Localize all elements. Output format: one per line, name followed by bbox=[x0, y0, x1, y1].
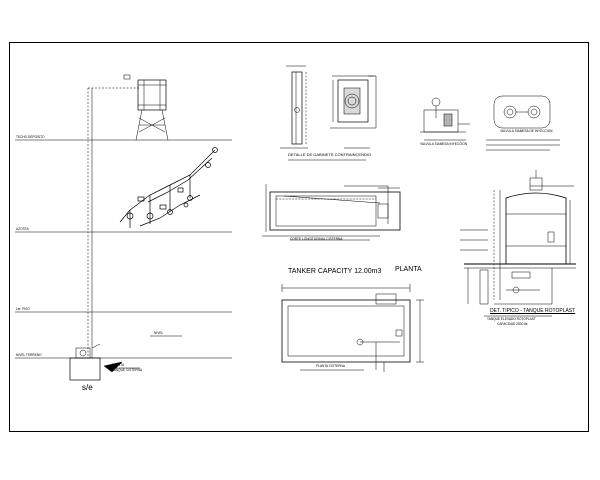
rotoplast-subtitle-1: TANQUE ELEVADO ROTOPLAST bbox=[487, 317, 536, 321]
sheet-border bbox=[9, 42, 589, 432]
pipe-network bbox=[119, 147, 218, 228]
rotoplast-title: DET. TIPICO - TANQUE ROTOPLAST bbox=[490, 308, 576, 314]
valve-detail-note-title: VALVULA SIAMESA DE INYECCION bbox=[500, 129, 553, 133]
valve-detail-side-label: VALVULA SIAMESA INYECCION bbox=[420, 142, 468, 146]
ground-note: NIVEL bbox=[154, 331, 164, 335]
elevation-label-third: 1er. PISO bbox=[16, 307, 30, 311]
riser-diagram bbox=[15, 74, 232, 381]
ground-callout-1: PLANTA bbox=[112, 363, 125, 367]
cistern-section bbox=[262, 184, 401, 241]
cistern-section-label: CORTE LONGITUDINAL CISTERNA bbox=[290, 237, 343, 241]
tanker-title: TANKER CAPACITY 12.00m3 bbox=[288, 268, 382, 275]
scale-label: s/e bbox=[82, 383, 93, 392]
cistern-plan bbox=[281, 284, 424, 372]
tanker-planta-heading: PLANTA bbox=[395, 266, 422, 273]
cistern-plan-label: PLANTA CISTERNA bbox=[316, 364, 345, 368]
cabinet-detail bbox=[280, 65, 377, 161]
ground-callout-2: TANQUE CISTERNA bbox=[112, 368, 143, 372]
cabinet-detail-title: DETALLE DE GABINETE CONTRAINCENDIO bbox=[288, 152, 372, 157]
elevation-label-second: AZOTEA bbox=[16, 227, 29, 231]
elevation-label-ground: NIVEL TERRENO bbox=[16, 353, 42, 357]
valve-detail bbox=[420, 95, 560, 151]
rotoplast-subtitle-2: CAPACIDAD 2500 lts bbox=[497, 322, 528, 326]
elevated-tank bbox=[123, 74, 169, 141]
pump-cistern bbox=[69, 343, 140, 381]
elevation-label-top: TECHO DEPOSITO bbox=[16, 135, 45, 139]
rotoplast-detail bbox=[460, 170, 576, 317]
